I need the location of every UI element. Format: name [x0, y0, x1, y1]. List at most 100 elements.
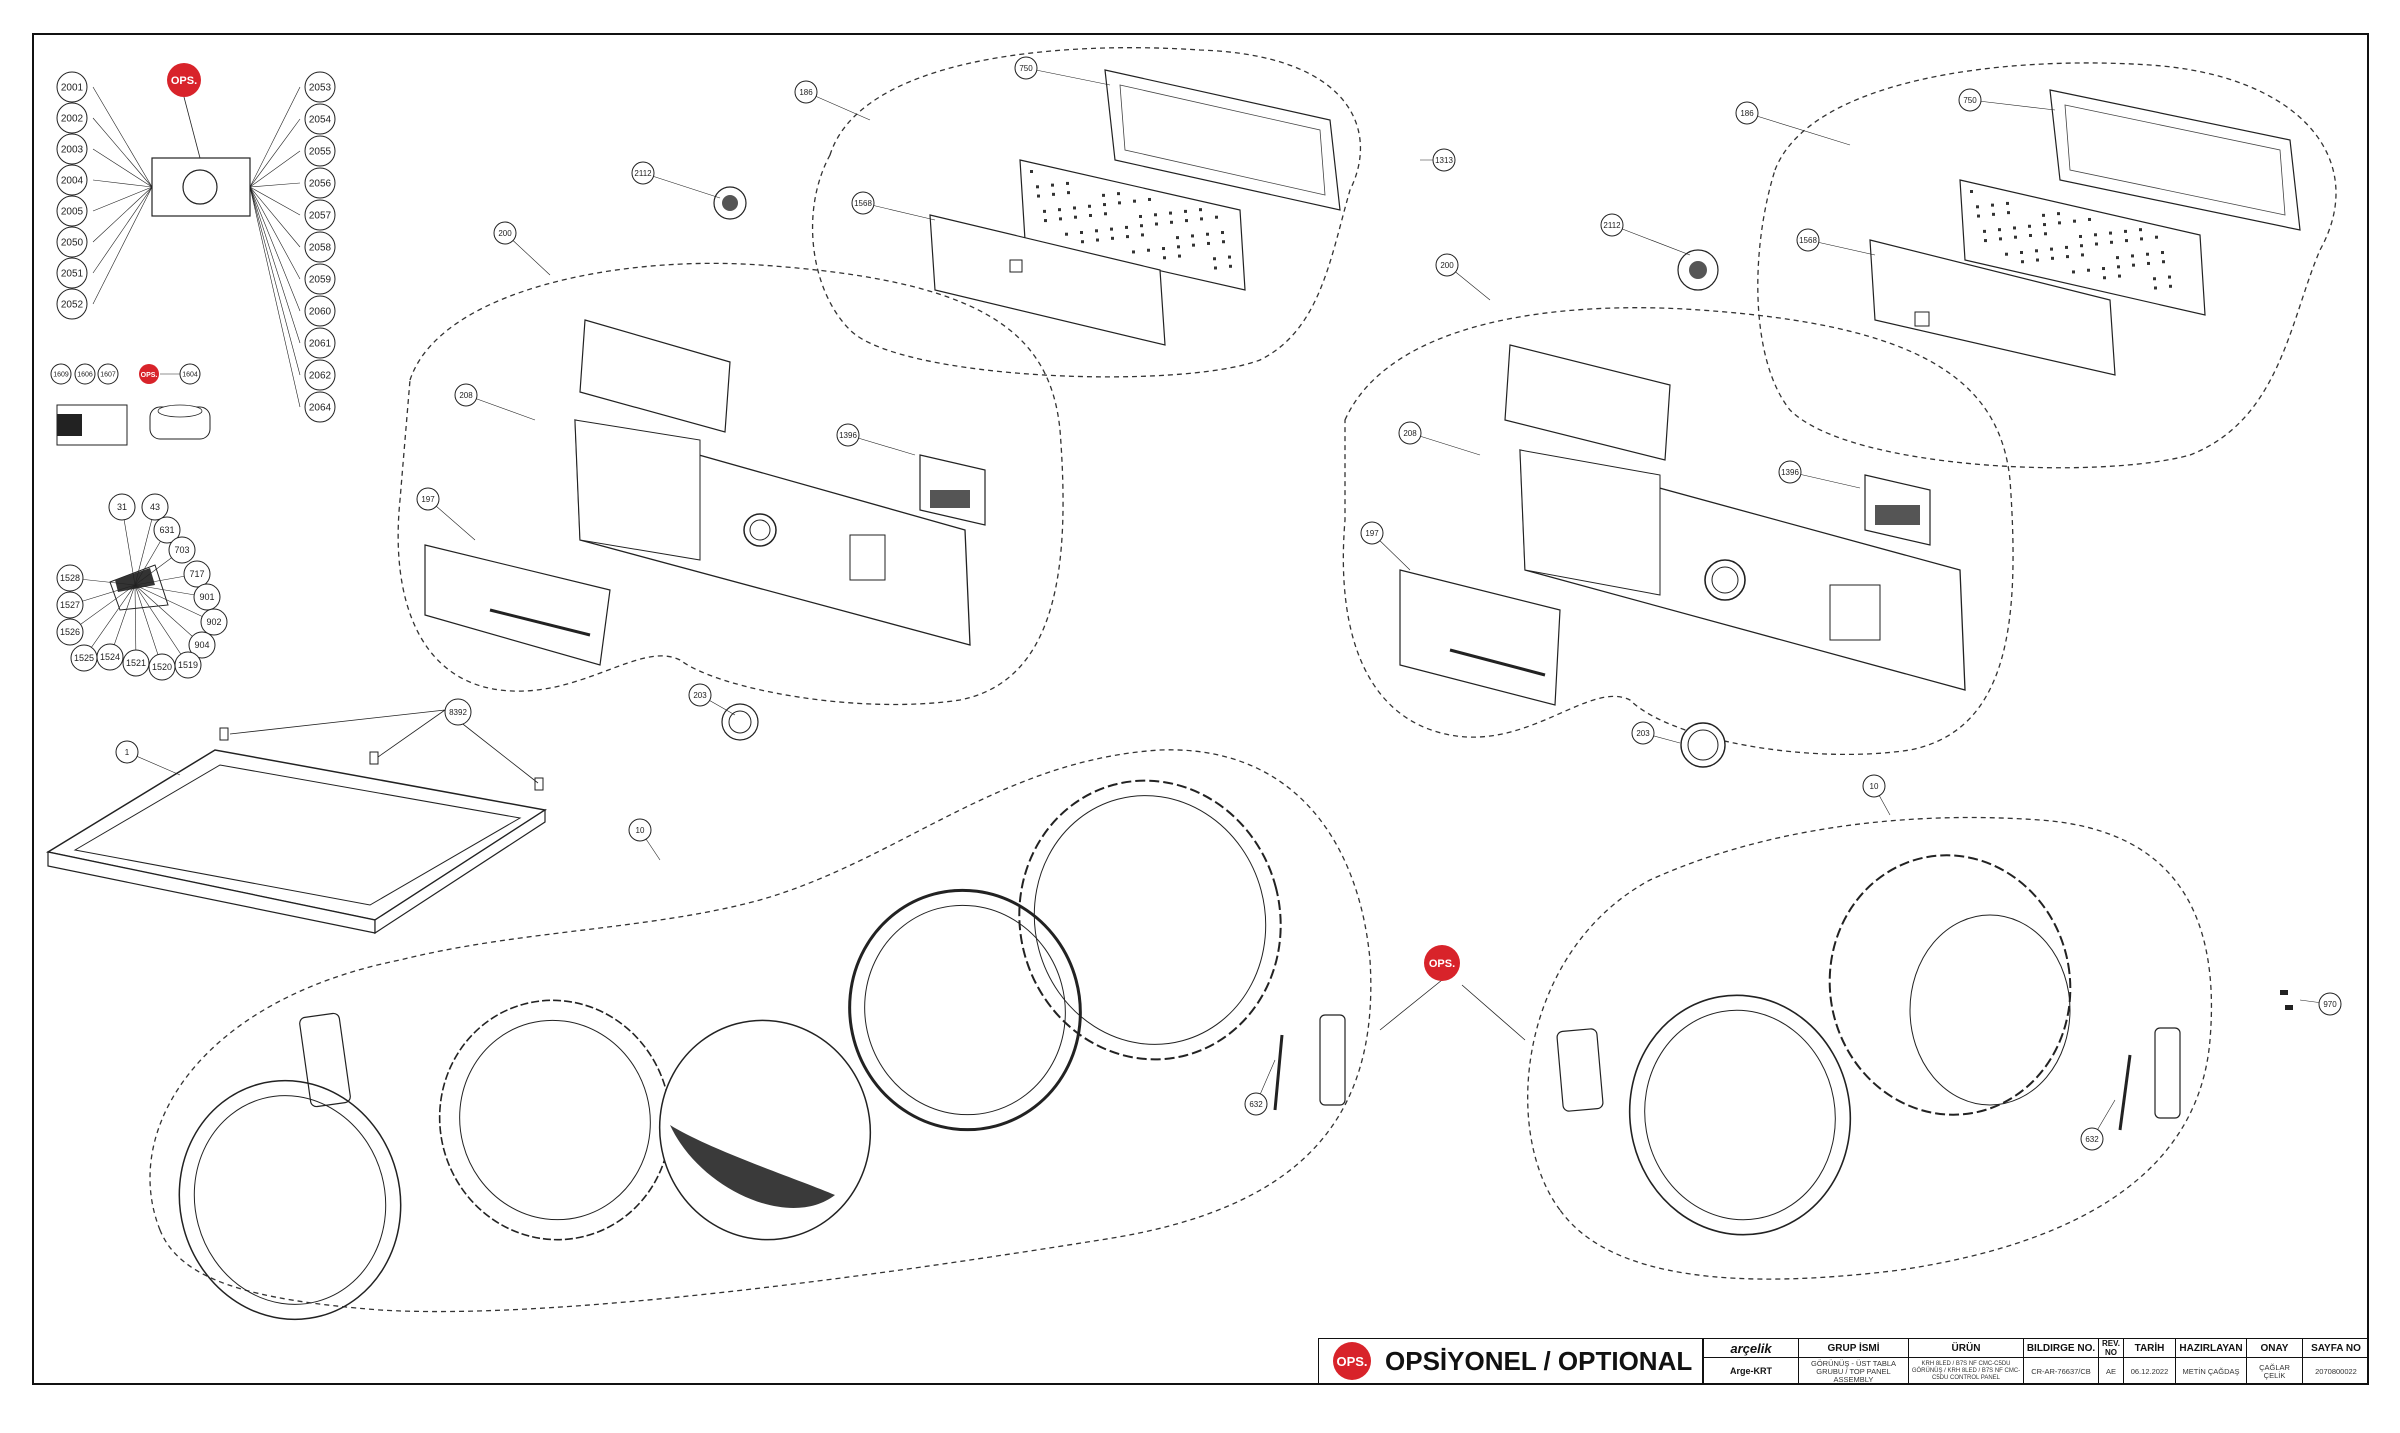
- label-2054: 2054: [304, 103, 336, 135]
- callout-left-2112: 2112: [631, 161, 655, 185]
- svg-text:1: 1: [125, 748, 130, 757]
- fan-label-1520: 1520: [148, 653, 176, 681]
- header-product: ÜRÜN: [1909, 1339, 2024, 1358]
- svg-text:1520: 1520: [152, 662, 172, 672]
- label-box-circle: [182, 169, 218, 205]
- header-rev: REV. NO: [2099, 1339, 2124, 1358]
- callout-left-208: 208: [454, 383, 478, 407]
- label-box: [151, 157, 251, 217]
- svg-text:901: 901: [199, 592, 214, 602]
- svg-text:197: 197: [421, 495, 435, 504]
- svg-text:902: 902: [206, 617, 221, 627]
- fan-label-901: 901: [193, 583, 221, 611]
- fan-label-1525: 1525: [70, 644, 98, 672]
- callout-left-1568: 1568: [851, 191, 875, 215]
- callout-left-197: 197: [416, 487, 440, 511]
- control-group-left: [149, 47, 1372, 1321]
- svg-text:631: 631: [159, 525, 174, 535]
- label-2061: 2061: [304, 327, 336, 359]
- svg-text:43: 43: [150, 502, 160, 512]
- svg-text:632: 632: [2085, 1135, 2099, 1144]
- label-2064: 2064: [304, 391, 336, 423]
- svg-text:1519: 1519: [178, 660, 198, 670]
- optional-banner: OPS. OPSİYONEL / OPTIONAL: [1318, 1338, 1703, 1384]
- callout-right-632: 632: [2080, 1127, 2104, 1151]
- callout-right-10: 10: [1862, 774, 1886, 798]
- svg-text:2060: 2060: [309, 307, 332, 318]
- header-approved: ONAY: [2247, 1339, 2303, 1358]
- fan-label-904: 904: [188, 631, 216, 659]
- control-group-right: [1342, 62, 2337, 1280]
- header-prepared: HAZIRLAYAN: [2176, 1339, 2247, 1358]
- svg-text:2057: 2057: [309, 211, 332, 222]
- svg-text:2050: 2050: [61, 238, 84, 249]
- svg-text:1525: 1525: [74, 653, 94, 663]
- svg-text:8392: 8392: [449, 708, 467, 717]
- svg-text:31: 31: [117, 502, 127, 512]
- svg-text:970: 970: [2323, 1000, 2337, 1009]
- header-group: GRUP İSMİ: [1799, 1339, 1909, 1358]
- header-page: SAYFA NO: [2303, 1339, 2369, 1358]
- part-callouts: 186 750 1568 2112 1313 200 208 1396 197 203 8392 1 1…: [115, 56, 2342, 1151]
- label-tree-right: 2053205420552056205720582059206020612062…: [249, 71, 336, 423]
- fan-label-902: 902: [200, 608, 228, 636]
- svg-text:2001: 2001: [61, 83, 84, 94]
- svg-text:1526: 1526: [60, 627, 80, 637]
- svg-text:1396: 1396: [839, 431, 857, 440]
- label-2002: 2002: [56, 102, 88, 134]
- title-block: arçelik GRUP İSMİ ÜRÜN BILDIRGE NO. REV.…: [1703, 1338, 2369, 1385]
- approved-value: ÇAĞLAR ÇELİK: [2247, 1358, 2303, 1385]
- kit-label-1606: 1606: [74, 363, 96, 385]
- svg-text:2055: 2055: [309, 147, 332, 158]
- svg-text:10: 10: [636, 826, 645, 835]
- fan-label-1528: 1528: [56, 564, 84, 592]
- callout-left-632: 632: [1244, 1092, 1268, 1116]
- brand-code: Arge-KRT: [1704, 1358, 1799, 1385]
- fan-label-1521: 1521: [122, 649, 150, 677]
- header-date: TARİH: [2124, 1339, 2176, 1358]
- fan-label-43: 43: [141, 493, 169, 521]
- kit-label-1604: 1604: [179, 363, 201, 385]
- fan-label-717: 717: [183, 560, 211, 588]
- callout-right-2112: 2112: [1600, 213, 1624, 237]
- callout-right-208: 208: [1398, 421, 1422, 445]
- svg-text:203: 203: [1636, 729, 1650, 738]
- svg-text:186: 186: [1740, 109, 1754, 118]
- svg-text:750: 750: [1019, 64, 1033, 73]
- svg-text:OPS.: OPS.: [141, 372, 158, 379]
- svg-text:2062: 2062: [309, 371, 332, 382]
- svg-text:1521: 1521: [126, 658, 146, 668]
- label-2056: 2056: [304, 167, 336, 199]
- svg-text:2064: 2064: [309, 403, 332, 414]
- svg-text:2053: 2053: [309, 83, 332, 94]
- callout-left-1396: 1396: [836, 423, 860, 447]
- label-2058: 2058: [304, 231, 336, 263]
- callout-right-1396: 1396: [1778, 460, 1802, 484]
- fan-label-1527: 1527: [56, 591, 84, 619]
- callout-right-750: 750: [1958, 88, 1982, 112]
- fan-label-1519: 1519: [174, 651, 202, 679]
- label-2005: 2005: [56, 195, 88, 227]
- svg-text:2058: 2058: [309, 243, 332, 254]
- label-2057: 2057: [304, 199, 336, 231]
- label-2001: 2001: [56, 71, 88, 103]
- svg-text:2002: 2002: [61, 114, 84, 125]
- callout-left-1313: 1313: [1432, 148, 1456, 172]
- svg-text:200: 200: [498, 229, 512, 238]
- label-2004: 2004: [56, 164, 88, 196]
- callout-left-1: 1: [115, 740, 139, 764]
- kit-label-1609: 1609: [50, 363, 72, 385]
- ops-badge-top-text: OPS.: [171, 75, 197, 87]
- kit-ops-badge: OPS.: [139, 364, 159, 384]
- svg-text:2112: 2112: [1603, 221, 1621, 230]
- drawing-border: [32, 33, 2369, 1385]
- svg-text:2005: 2005: [61, 207, 84, 218]
- svg-text:1527: 1527: [60, 600, 80, 610]
- callout-left-8392: 8392: [444, 698, 472, 726]
- svg-text:2056: 2056: [309, 179, 332, 190]
- callout-left-203: 203: [688, 683, 712, 707]
- svg-text:186: 186: [799, 88, 813, 97]
